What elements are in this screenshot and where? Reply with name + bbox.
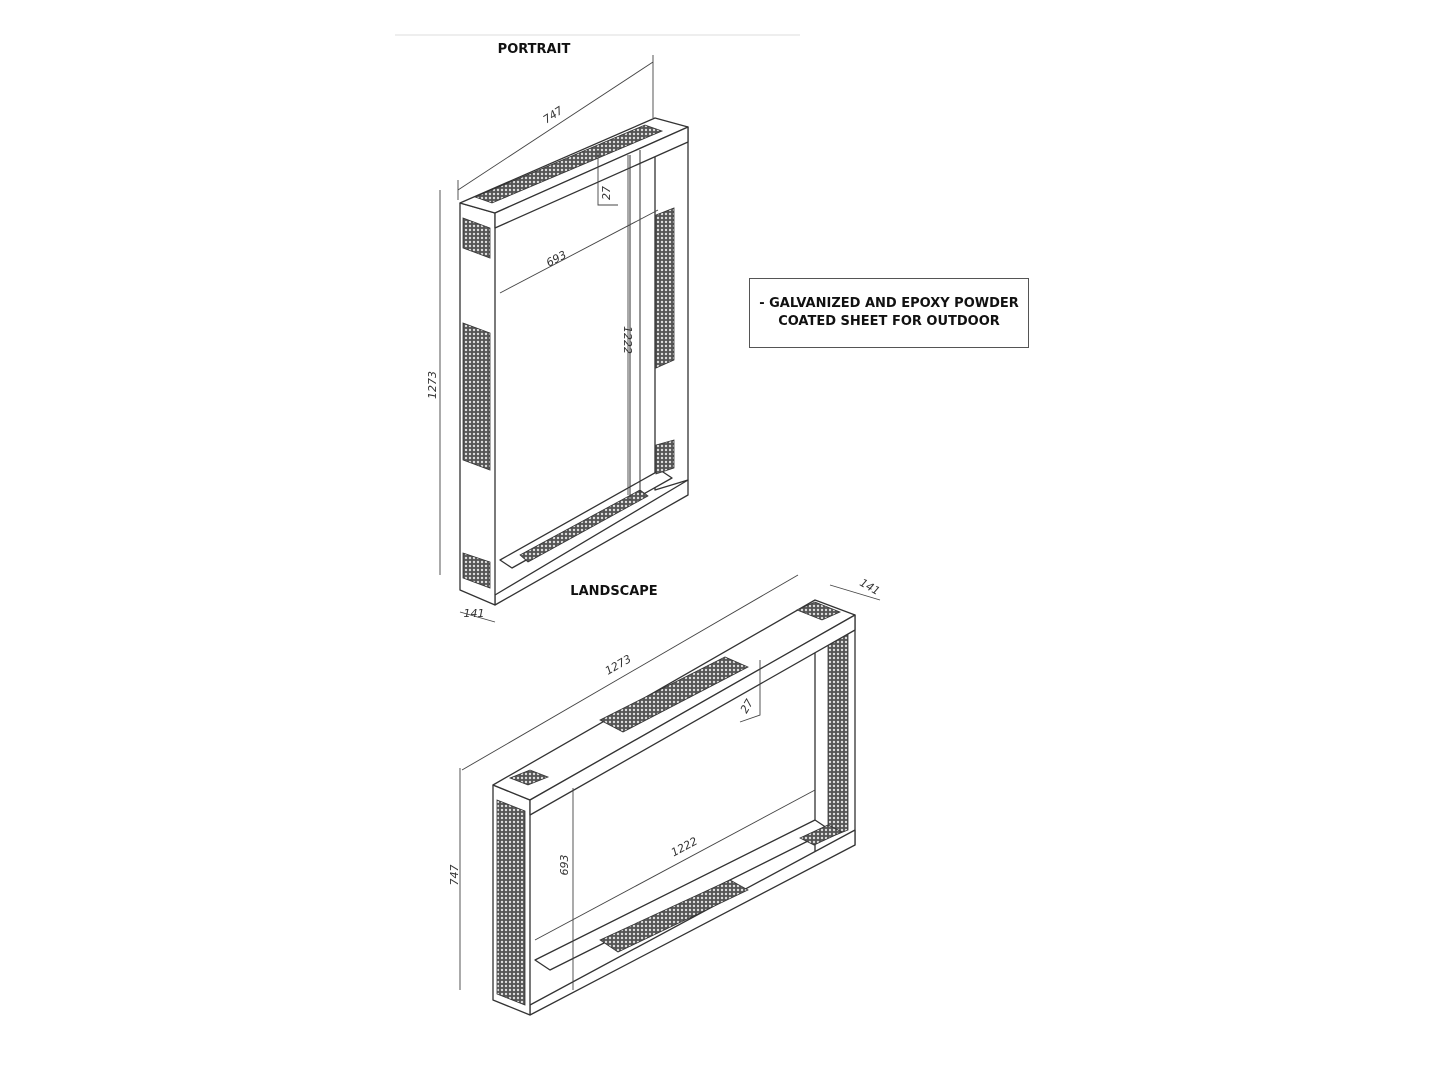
- dim-inner-height: 1222: [621, 326, 634, 354]
- dim-depth: 141: [464, 607, 485, 620]
- landscape-frame: LANDSCAPE 1273 747 141 1222 693 27: [448, 574, 882, 1016]
- dim-height: 747: [448, 865, 461, 886]
- dim-width: 1273: [603, 652, 634, 677]
- bottom-bar: [529, 829, 856, 1016]
- top-perforation-left: [508, 769, 550, 786]
- right-post-perforation-upper: [655, 207, 675, 369]
- left-post-perforation: [496, 799, 526, 1006]
- right-post-perforation: [827, 631, 849, 839]
- dim-top-thickness: 27: [738, 697, 756, 716]
- bottom-perforation: [519, 489, 649, 563]
- material-note: - GALVANIZED AND EPOXY POWDER COATED SHE…: [749, 278, 1029, 348]
- note-line-2: COATED SHEET FOR OUTDOOR: [778, 314, 1000, 329]
- dim-top-thickness: 27: [600, 186, 613, 200]
- note-line-1: - GALVANIZED AND EPOXY POWDER: [759, 296, 1019, 311]
- left-post-perforation-mid: [462, 322, 491, 471]
- top-bar-front: [529, 614, 856, 816]
- portrait-frame: PORTRAIT 747 1273 141 693 1222 27: [426, 42, 689, 623]
- bottom-perforation: [599, 879, 749, 953]
- dim-height: 1273: [426, 371, 439, 399]
- landscape-title: LANDSCAPE: [570, 584, 657, 599]
- top-perforation-right: [795, 601, 842, 621]
- dim-width: 747: [541, 104, 566, 126]
- top-perforation-center: [599, 656, 749, 733]
- dim-inner-width: 693: [544, 248, 569, 269]
- left-post-perforation-bottom: [462, 552, 491, 589]
- top-perforation: [473, 124, 664, 204]
- dim-inner-width: 1222: [669, 835, 700, 860]
- dim-inner-height: 693: [558, 855, 571, 876]
- left-post-perforation-top: [462, 217, 491, 259]
- portrait-title: PORTRAIT: [498, 42, 571, 57]
